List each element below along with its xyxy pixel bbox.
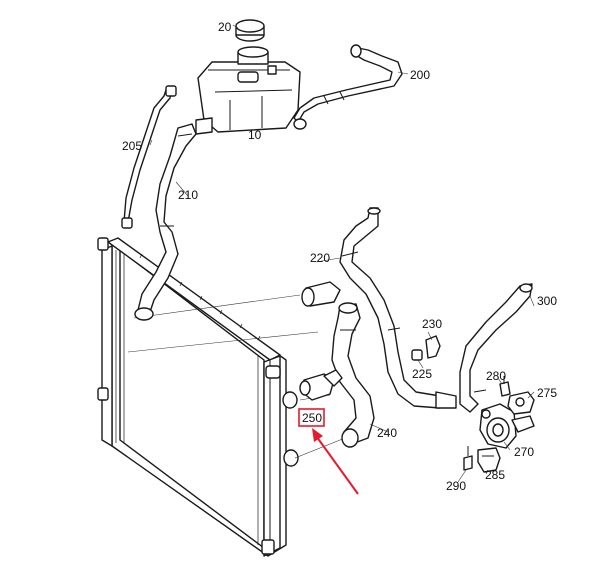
leader-lines	[149, 24, 535, 483]
label-200: 200	[410, 68, 430, 82]
label-240: 240	[377, 426, 397, 440]
hose-205	[121, 85, 177, 229]
pump-270	[479, 403, 535, 449]
radiator	[97, 237, 299, 557]
label-225: 225	[412, 367, 432, 381]
label-285: 285	[485, 468, 505, 482]
label-250: 250	[302, 411, 322, 425]
hose-240	[331, 302, 375, 448]
label-205: 205	[122, 139, 142, 153]
label-270: 270	[514, 445, 534, 459]
bolt-290	[463, 446, 473, 471]
highlight-250	[298, 408, 359, 495]
hose-210	[134, 123, 197, 321]
part-230-bracket	[425, 335, 441, 359]
label-210: 210	[178, 188, 198, 202]
expansion-tank-cap	[235, 19, 265, 42]
hose-200	[293, 44, 403, 130]
label-280: 280	[486, 369, 506, 383]
part-225	[411, 349, 423, 361]
fitting-250	[299, 369, 343, 401]
highlight-arrow	[313, 432, 359, 495]
alignment-lines	[127, 294, 346, 459]
part-labels: 10 20 200 205 210 220 225 230 240 250 27…	[122, 20, 557, 493]
highlight-box	[298, 408, 325, 427]
hose-220	[301, 207, 457, 409]
bolt-280	[499, 376, 511, 397]
highlight-arrowhead	[312, 428, 323, 442]
label-230: 230	[422, 317, 442, 331]
expansion-tank	[195, 46, 301, 135]
clamp-285	[477, 447, 501, 473]
label-20: 20	[218, 20, 232, 34]
label-10: 10	[248, 128, 262, 142]
label-275: 275	[537, 386, 557, 400]
label-220: 220	[310, 251, 330, 265]
part-275	[507, 391, 535, 415]
label-300: 300	[537, 294, 557, 308]
hose-300	[459, 283, 533, 413]
label-290: 290	[446, 479, 466, 493]
